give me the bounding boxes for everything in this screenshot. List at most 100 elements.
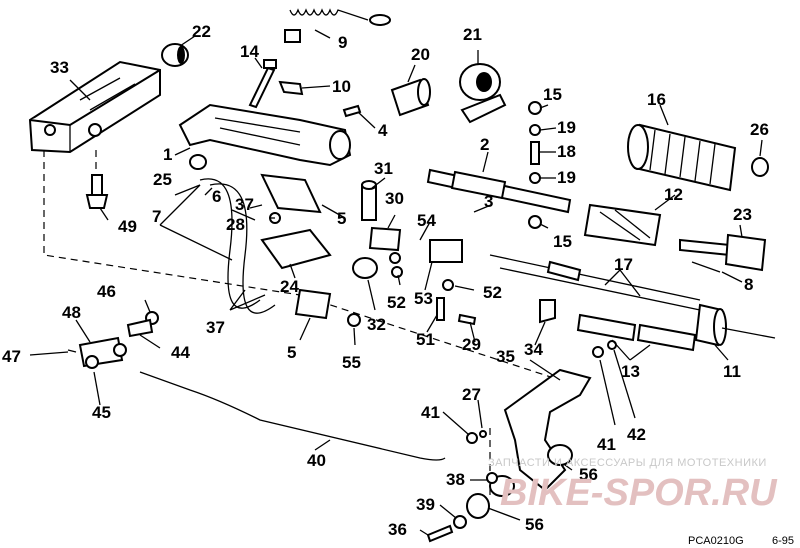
label-25: 25 [153, 170, 172, 189]
label-36: 36 [388, 520, 407, 539]
label-27: 27 [462, 385, 481, 404]
label-52b: 52 [483, 283, 502, 302]
part-41-nut [466, 432, 478, 444]
label-56b: 56 [525, 515, 544, 534]
part-38-washer [486, 472, 498, 484]
label-55: 55 [342, 353, 361, 372]
label-15b: 15 [553, 232, 572, 251]
label-19a: 19 [557, 118, 576, 137]
label-41b: 41 [597, 435, 616, 454]
part-31-sleeve [361, 180, 377, 221]
label-11: 11 [723, 362, 741, 381]
part-34-bracket [539, 299, 556, 324]
label-53: 53 [414, 289, 433, 308]
label-19b: 19 [557, 168, 576, 187]
label-49: 49 [118, 217, 137, 236]
part-1-steering-bracket [178, 103, 352, 167]
label-45: 45 [92, 403, 111, 422]
part-36-bolt [426, 524, 454, 543]
label-40: 40 [307, 451, 326, 470]
part-53-block [429, 239, 463, 263]
label-24: 24 [280, 277, 299, 296]
label-41a: 41 [421, 403, 440, 422]
part-21-grip-housing [459, 63, 507, 124]
watermark-tagline: ЗАПЧАСТИ И АКСЕССУАРЫ ДЛЯ МОТОТЕХНИКИ [488, 457, 767, 469]
part-26-cap [751, 157, 769, 177]
label-37b: 37 [206, 318, 225, 337]
part-16-grip [627, 123, 737, 192]
label-22: 22 [192, 22, 211, 41]
label-13: 13 [621, 362, 640, 381]
part-52-washer-2 [442, 279, 454, 291]
label-5b: 5 [287, 343, 296, 362]
part-4-pin [342, 104, 362, 118]
leader-lines [29, 29, 763, 536]
part-29-pin [457, 313, 477, 326]
part-56-bushing-2 [466, 493, 490, 519]
label-10: 10 [332, 77, 351, 96]
part-8-pin [691, 261, 721, 273]
label-3: 3 [484, 192, 493, 211]
part-49-screw [85, 174, 109, 209]
part-27-pin [479, 430, 487, 438]
label-20: 20 [411, 45, 430, 64]
label-8: 8 [744, 275, 753, 294]
part-11-cylinder [694, 303, 776, 347]
part-54-washer [389, 252, 401, 264]
part-45-washer [85, 355, 99, 369]
part-51-pin [436, 297, 445, 321]
part-9-spring-cable [284, 8, 391, 43]
label-26: 26 [750, 120, 769, 139]
label-16: 16 [647, 90, 666, 109]
label-35: 35 [496, 347, 515, 366]
figure-code: PCA0210G [688, 535, 744, 547]
label-17: 17 [614, 255, 633, 274]
label-23: 23 [733, 205, 752, 224]
label-44: 44 [171, 343, 190, 362]
label-34: 34 [524, 340, 543, 359]
label-54: 54 [417, 211, 436, 230]
label-9: 9 [338, 33, 347, 52]
part-32-spacer [352, 257, 378, 279]
label-52a: 52 [387, 293, 406, 312]
part-10-clip [278, 80, 304, 96]
label-37a: 37 [235, 195, 254, 214]
label-6: 6 [212, 187, 221, 206]
part-17-cables [489, 254, 701, 311]
part-6-37-wires [199, 178, 276, 314]
watermark: ЗАПЧАСТИ И АКСЕССУАРЫ ДЛЯ МОТОТЕХНИКИ BI… [488, 457, 778, 514]
label-33: 33 [50, 58, 69, 77]
label-30: 30 [385, 189, 404, 208]
label-28: 28 [226, 215, 245, 234]
label-32: 32 [367, 315, 386, 334]
label-56a: 56 [579, 465, 598, 484]
part-30-clamp [368, 226, 402, 252]
label-46: 46 [97, 282, 116, 301]
label-7: 7 [152, 207, 161, 226]
part-35-shift-lever [503, 368, 592, 492]
part-22-knob [161, 43, 189, 67]
callout-labels: 1 2 3 4 5 5 6 7 8 9 10 11 12 13 14 15 15… [2, 22, 769, 539]
label-18: 18 [557, 142, 576, 161]
part-5-connector-upper [260, 173, 322, 214]
label-51: 51 [416, 330, 435, 349]
label-14: 14 [240, 42, 259, 61]
label-47: 47 [2, 347, 21, 366]
label-5a: 5 [337, 209, 346, 228]
part-20-bushing [390, 78, 431, 117]
part-40-shift-rod [139, 371, 446, 461]
label-4: 4 [378, 121, 388, 140]
part-55-nut [347, 313, 361, 327]
watermark-logo: BIKE-SPOR.RU [500, 472, 778, 514]
label-38: 38 [446, 470, 465, 489]
part-47-pin [67, 349, 77, 353]
label-12: 12 [664, 185, 683, 204]
part-44-stud [126, 318, 154, 338]
label-48: 48 [62, 303, 81, 322]
label-31: 31 [374, 159, 393, 178]
label-2: 2 [480, 135, 489, 154]
part-41-nut-2 [592, 346, 604, 358]
part-23-shift-knob [679, 233, 767, 272]
label-21: 21 [463, 25, 482, 44]
